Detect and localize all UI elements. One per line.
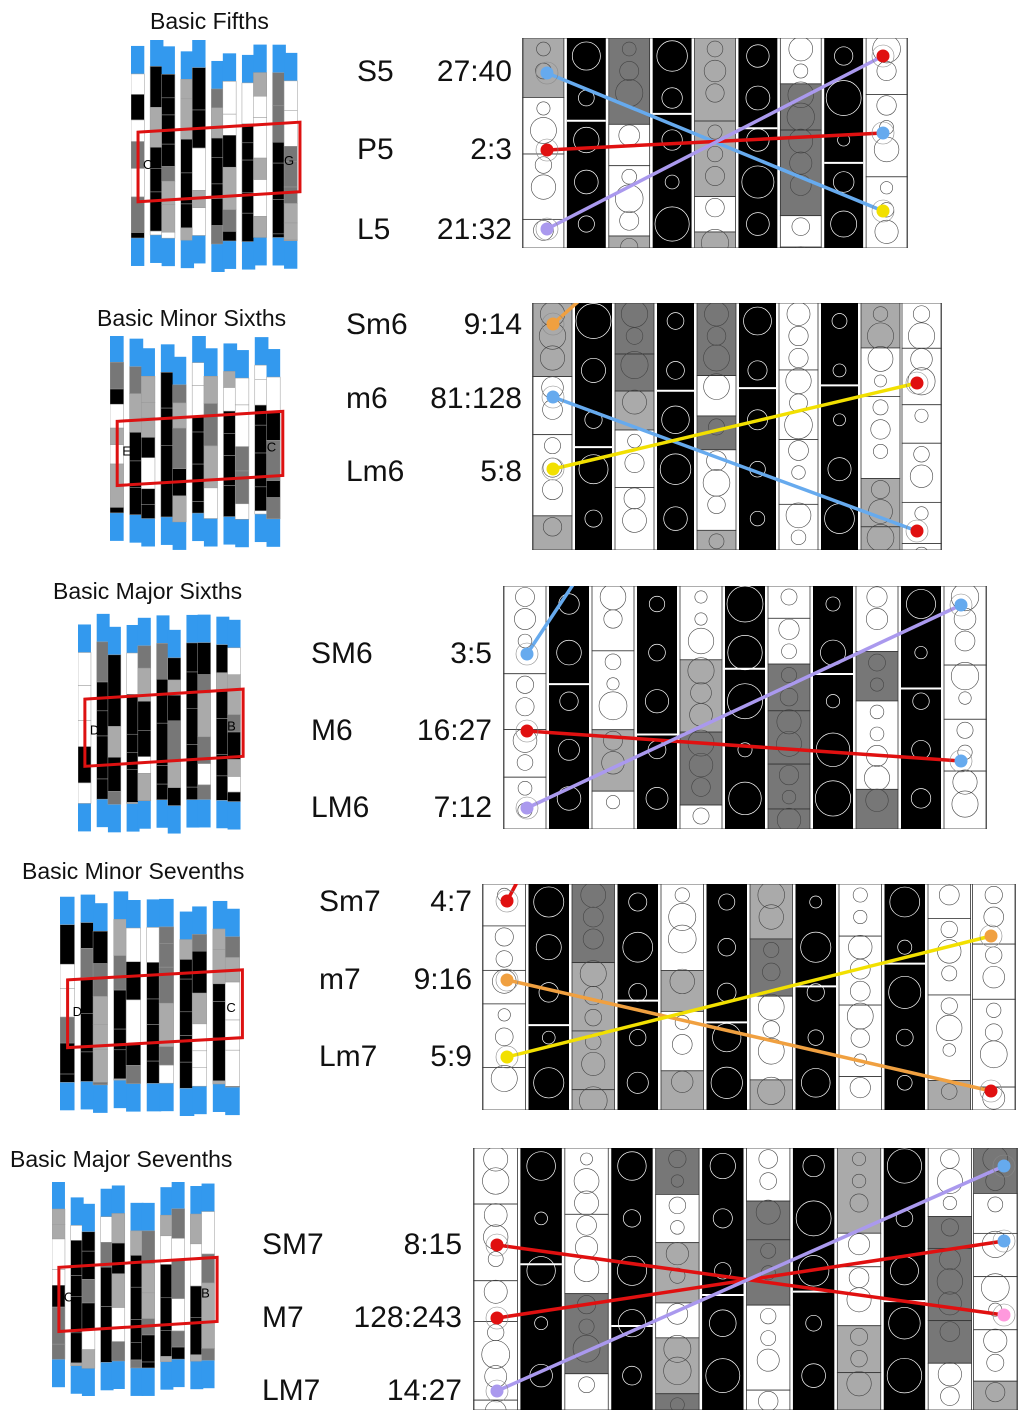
left-endpoint-dot (540, 222, 554, 236)
interval-panel (532, 303, 942, 550)
left-endpoint-dot (540, 66, 554, 80)
highlight-box (66, 968, 244, 1050)
right-endpoint-dot (954, 598, 968, 612)
interval-line (496, 1164, 1005, 1393)
interval-ratio: 3:5 (450, 637, 492, 670)
interval-ratio: 81:128 (430, 382, 522, 415)
interval-name: M7 (262, 1301, 304, 1334)
interval-ratio: 21:32 (436, 213, 512, 246)
interval-line (552, 395, 918, 533)
left-note-label: C (143, 157, 152, 172)
interval-line (526, 729, 962, 763)
interval-name: Lm7 (319, 1040, 378, 1073)
right-endpoint-dot (910, 524, 924, 538)
highlight-box (83, 687, 245, 768)
left-note-label: C (64, 1289, 73, 1304)
right-endpoint-dot (997, 1308, 1011, 1322)
left-endpoint-dot (490, 1238, 504, 1252)
interval-ratio: 5:8 (480, 455, 522, 488)
highlight-box (115, 409, 285, 488)
left-endpoint-dot (520, 647, 534, 661)
interval-name: L5 (357, 213, 391, 246)
section-title: Basic Minor Sixths (97, 305, 287, 331)
interval-line (506, 978, 992, 1093)
section-title: Basic Minor Sevenths (22, 858, 245, 884)
interval-line (546, 54, 884, 231)
section-title: Basic Fifths (150, 8, 269, 34)
right-endpoint-dot (984, 1084, 998, 1098)
interval-ratio: 9:14 (463, 308, 522, 341)
interval-ratio: 7:12 (433, 791, 492, 824)
interval-ratio: 4:7 (430, 885, 472, 918)
right-endpoint-dot (984, 929, 998, 943)
interval-name: LM7 (262, 1374, 321, 1407)
left-note-label: E (122, 443, 131, 458)
interval-ratio: 14:27 (386, 1374, 462, 1407)
right-note-label: B (227, 719, 236, 734)
left-note-label: D (73, 1004, 82, 1019)
interval-ratio: 128:243 (353, 1301, 462, 1334)
left-endpoint-dot (500, 973, 514, 987)
interval-name: m6 (346, 382, 388, 415)
left-endpoint-dot (500, 894, 514, 908)
right-endpoint-dot (876, 126, 890, 140)
interval-ratio: 16:27 (416, 714, 492, 747)
interval-name: Sm7 (319, 885, 381, 918)
right-endpoint-dot (876, 204, 890, 218)
interval-name: SM6 (311, 637, 373, 670)
right-note-label: C (226, 1000, 235, 1015)
interval-line (526, 603, 962, 810)
interval-ratio: 27:40 (436, 55, 512, 88)
right-note-label: C (267, 439, 276, 454)
interval-name: S5 (357, 55, 394, 88)
highlight-box (57, 1255, 219, 1334)
interval-name: LM6 (311, 791, 370, 824)
interval-name: SM7 (262, 1228, 324, 1261)
right-endpoint-dot (954, 754, 968, 768)
interval-line (552, 381, 918, 471)
left-endpoint-dot (490, 1384, 504, 1398)
interval-panel (473, 1148, 1018, 1410)
left-endpoint-dot (520, 801, 534, 815)
interval-ratio: 2:3 (470, 133, 512, 166)
left-endpoint-dot (540, 143, 554, 157)
left-note-label: D (90, 723, 99, 738)
highlight-box (136, 120, 302, 204)
interval-panel (482, 884, 1016, 1110)
left-endpoint-dot (546, 462, 560, 476)
left-endpoint-dot (490, 1311, 504, 1325)
interval-panel (503, 586, 987, 829)
right-endpoint-dot (910, 376, 924, 390)
section-title: Basic Major Sevenths (10, 1146, 233, 1172)
right-endpoint-dot (876, 49, 890, 63)
interval-name: Sm6 (346, 308, 408, 341)
right-note-label: G (284, 153, 294, 168)
left-endpoint-dot (520, 724, 534, 738)
right-endpoint-dot (997, 1159, 1011, 1173)
left-endpoint-dot (500, 1050, 514, 1064)
interval-panel (522, 38, 908, 248)
right-note-label: B (201, 1285, 210, 1300)
interval-line (506, 934, 992, 1059)
interval-ratio: 8:15 (403, 1228, 462, 1261)
left-endpoint-dot (546, 390, 560, 404)
section-title: Basic Major Sixths (53, 578, 243, 604)
right-endpoint-dot (997, 1234, 1011, 1248)
interval-name: M6 (311, 714, 353, 747)
interval-name: m7 (319, 963, 361, 996)
interval-ratio: 5:9 (430, 1040, 472, 1073)
interval-name: Lm6 (346, 455, 405, 488)
interval-name: P5 (357, 133, 394, 166)
left-endpoint-dot (546, 317, 560, 331)
interval-ratio: 9:16 (413, 963, 472, 996)
